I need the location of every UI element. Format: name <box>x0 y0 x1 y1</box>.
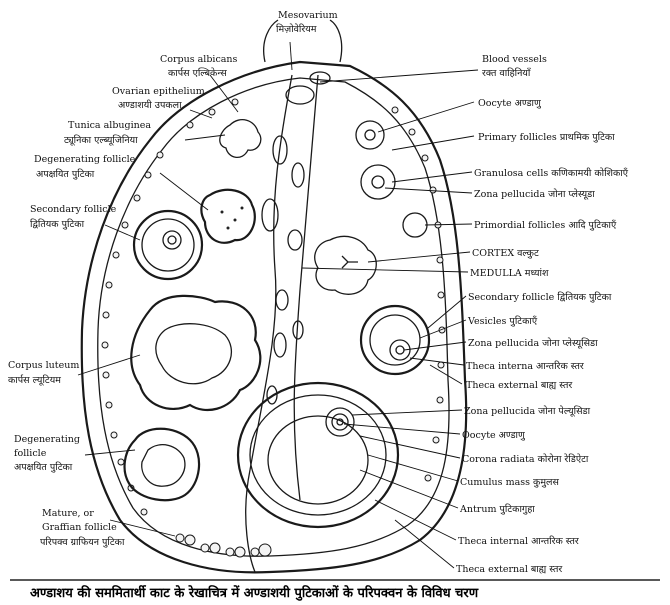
label-graafian-follicle-2: Graffian follicle <box>42 522 117 533</box>
label-antrum: Antrum पुटिकागुहा <box>459 503 535 515</box>
graafian-follicle-shape <box>236 381 400 529</box>
label-theca-internal-2: Theca internal आन्तरिक स्तर <box>458 535 580 547</box>
leader-lines <box>77 41 479 569</box>
label-corpus-luteum-hi: कार्पस ल्यूटियम <box>8 374 61 386</box>
label-secondary-follicle-left: Secondary follicle <box>30 204 117 215</box>
label-theca-interna-1: Theca interna आन्तरिक स्तर <box>466 360 585 372</box>
label-mesovarium: Mesovarium <box>278 10 338 21</box>
label-blood-vessels: Blood vessels <box>482 54 547 65</box>
label-cortex: CORTEX वल्कुट <box>472 248 539 259</box>
label-graafian-follicle: Mature, or <box>42 508 94 519</box>
label-degenerating-follicle-bottom-hi: अपक्षयित पुटिका <box>14 461 73 473</box>
label-ovarian-epithelium-hi: अण्डाशयी उपकला <box>118 99 182 111</box>
label-oocyte-bottom: Oocyte अण्डाणु <box>462 430 526 441</box>
label-theca-external-2: Theca external बाह्य स्तर <box>456 564 563 575</box>
degenerating-follicle-bottom-shape <box>123 427 201 502</box>
corpus-albicans <box>219 119 262 158</box>
ovary-section-drawing <box>80 19 468 574</box>
tunica-albuginea-wall <box>97 77 450 557</box>
label-primary-follicles: Primary follicles प्राथमिक पुटिका <box>478 131 615 143</box>
label-zona-pellucida-1: Zona pellucida जोना प्लेस्यूडा <box>474 188 595 200</box>
label-graafian-follicle-hi: परिपक्व ग्राफियन पुटिका <box>40 536 125 548</box>
ovary-outer-wall <box>80 60 468 574</box>
label-zona-pellucida-2: Zona pellucida जोना प्लेस्यूसिडा <box>468 337 598 349</box>
medulla-blood-vessels <box>245 71 331 573</box>
label-secondary-follicle-left-hi: द्वितियक पुटिका <box>30 218 85 230</box>
label-primordial-follicles: Primordial follicles आदि पुटिकाएँ <box>474 219 617 231</box>
label-zona-pellucida-3: Zona pellucida जोना पेल्यूसिडा <box>464 405 591 417</box>
label-corona-radiata: Corona radiata कोरोना रेडिऐटा <box>462 453 589 465</box>
label-vesicles: Vesicles पुटिकाएँ <box>467 315 538 327</box>
label-oocyte-top: Oocyte अण्डाणु <box>478 98 542 109</box>
label-tunica-albuginea-hi: ट्यूनिका एल्ब्यूजिनिया <box>64 134 138 146</box>
secondary-follicle-left-shape <box>132 209 204 281</box>
medulla-center-shape <box>314 235 377 295</box>
label-cumulus-mass: Cumulus mass कुमुलस <box>460 477 559 488</box>
label-granulosa-cells: Granulosa cells कणिकामयी कोशिकाएँ <box>474 167 629 179</box>
label-secondary-follicle-right: Secondary follicle द्वितियक पुटिका <box>468 291 612 303</box>
label-degenerating-follicle-bottom: Degenerating <box>14 434 80 445</box>
label-medulla: MEDULLA मध्यांश <box>470 268 549 279</box>
label-corpus-luteum: Corpus luteum <box>8 360 79 371</box>
degenerating-follicle-top-shape <box>200 188 256 244</box>
label-tunica-albuginea: Tunica albuginea <box>68 120 151 131</box>
labels-left: Mesovarium मिज़ोवेरियम Corpus albicans क… <box>8 10 338 548</box>
label-mesovarium-hi: मिज़ोवेरियम <box>276 23 317 35</box>
label-degenerating-follicle-top-hi: अपक्षयित पुटिका <box>36 168 95 180</box>
epithelial-cells <box>101 98 446 557</box>
mesovarium-stalk <box>263 19 343 63</box>
right-cortex-follicles <box>355 120 431 376</box>
label-blood-vessels-hi: रक्त वाहिनियाँ <box>482 67 531 79</box>
label-degenerating-follicle-top: Degenerating follicle <box>34 154 136 165</box>
label-corpus-albicans-hi: कार्पस एल्बिकेन्स <box>168 67 227 79</box>
lower-follicle-chain <box>184 534 272 558</box>
label-ovarian-epithelium: Ovarian epithelium <box>112 86 205 97</box>
labels-right: Blood vessels रक्त वाहिनियाँ Oocyte अण्ड… <box>456 54 629 575</box>
label-degenerating-follicle-bottom-2: follicle <box>14 448 47 459</box>
figure-caption: अण्डाशय की सममितार्थी काट के रेखाचित्र म… <box>30 585 479 601</box>
label-corpus-albicans: Corpus albicans <box>160 54 238 65</box>
corpus-luteum-shape <box>130 294 262 412</box>
label-theca-external-1: Theca external बाह्य स्तर <box>466 380 573 391</box>
